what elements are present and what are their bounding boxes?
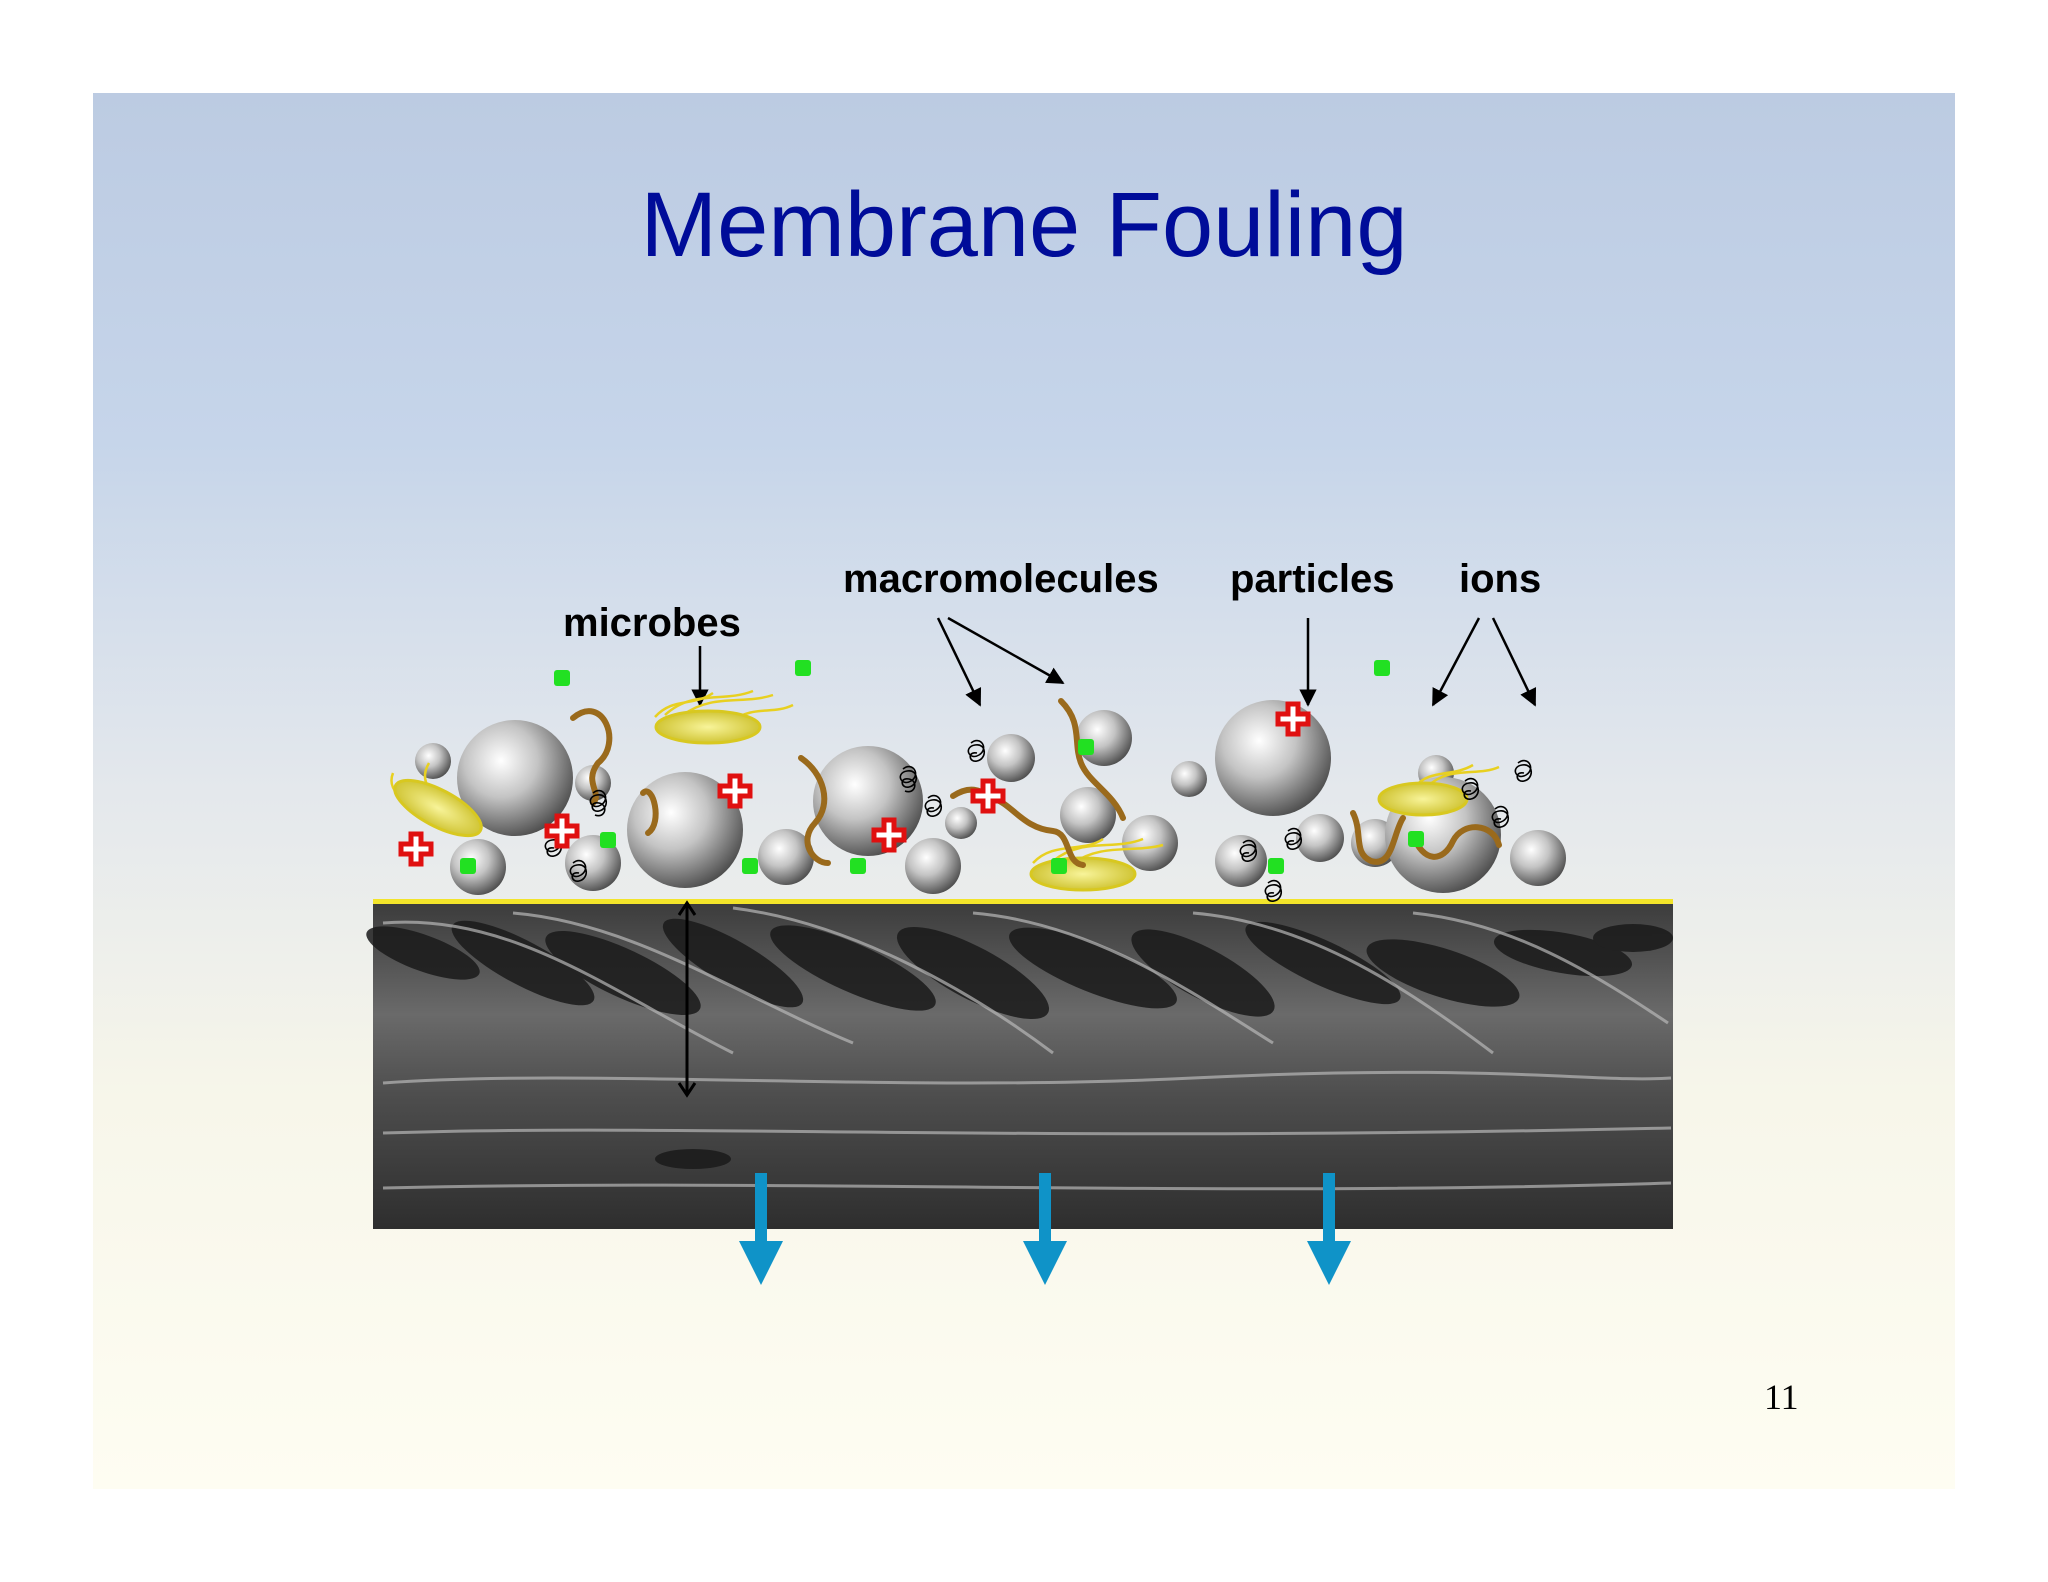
macromolecule-cluster <box>899 765 918 793</box>
macromolecules-pointer-2 <box>947 616 1065 685</box>
label-pointers <box>691 616 1537 707</box>
fouling-diagram <box>366 616 1673 1285</box>
particle <box>1215 835 1267 887</box>
flow-arrow-3 <box>1307 1173 1351 1285</box>
macromolecule-cluster <box>924 794 943 817</box>
particle <box>987 734 1035 782</box>
negative-ion <box>795 660 811 676</box>
particle <box>905 838 961 894</box>
macromolecule-cluster <box>967 739 986 762</box>
particle <box>1510 830 1566 886</box>
negative-ions <box>460 660 1424 874</box>
negative-ion <box>1374 660 1390 676</box>
negative-ion <box>1268 858 1284 874</box>
macromolecule-cluster <box>1239 839 1258 862</box>
macrovoids <box>366 918 1673 1169</box>
particle <box>1060 787 1116 843</box>
macromolecule-cluster <box>1264 879 1283 902</box>
microbe <box>390 762 483 838</box>
particles <box>415 700 1566 895</box>
particle <box>1215 700 1331 816</box>
macromolecule-cluster <box>1461 777 1480 800</box>
slide-title: Membrane Fouling <box>640 174 1408 276</box>
positive-ion <box>398 831 434 867</box>
positive-ion <box>717 773 753 809</box>
particle <box>565 835 621 891</box>
ions-label: ions <box>1459 557 1542 601</box>
macromolecule-cluster <box>589 789 608 817</box>
particle <box>1296 814 1344 862</box>
macromolecule-cluster <box>569 859 588 882</box>
macromolecule-strand <box>1058 698 1126 821</box>
positive-ion <box>544 813 580 849</box>
particle <box>415 743 451 779</box>
negative-ion <box>554 670 570 686</box>
macromolecule-strand <box>1350 810 1406 865</box>
macromolecule-cluster <box>1491 805 1510 828</box>
macromolecule-strand <box>1410 824 1502 860</box>
negative-ion <box>850 858 866 874</box>
particle <box>1171 761 1207 797</box>
microbes <box>390 689 1500 892</box>
microbes-label: microbes <box>563 601 741 645</box>
ions-pointer-2 <box>1491 617 1537 707</box>
macromolecule-strand <box>640 788 659 836</box>
particle <box>457 720 573 836</box>
particle <box>1076 710 1132 766</box>
macromolecule-strand <box>798 755 831 866</box>
negative-ion <box>1078 739 1094 755</box>
particles-label: particles <box>1230 557 1395 601</box>
permeate-flow-arrows <box>739 1173 1351 1285</box>
membrane-texture <box>382 906 1672 1191</box>
particle <box>450 839 506 895</box>
flow-arrow-2 <box>1023 1173 1067 1285</box>
macromolecules-label: macromolecules <box>843 557 1159 601</box>
macromolecule-cluster <box>1284 827 1303 850</box>
particle <box>945 807 977 839</box>
negative-ion <box>1408 831 1424 847</box>
ions-pointer-1 <box>1431 617 1481 707</box>
positive-ion <box>871 817 907 853</box>
particle <box>1122 815 1178 871</box>
membrane-skin-layer <box>373 899 1673 904</box>
negative-ion <box>600 832 616 848</box>
macromolecule-cluster <box>1514 759 1533 782</box>
negative-ion <box>460 858 476 874</box>
particle <box>758 829 814 885</box>
negative-ion <box>742 858 758 874</box>
slide: Membrane Fouling microbes macromolecules… <box>93 93 1955 1489</box>
microbe <box>654 689 794 745</box>
macromolecules-pointer-1 <box>936 617 982 707</box>
membrane-cross-section <box>366 899 1673 1229</box>
negative-ion <box>1051 858 1067 874</box>
flow-arrow-1 <box>739 1173 783 1285</box>
positive-ion <box>1275 701 1311 737</box>
positive-ions <box>398 701 1311 867</box>
page-number: 11 <box>1764 1377 1799 1417</box>
positive-ion <box>970 778 1006 814</box>
